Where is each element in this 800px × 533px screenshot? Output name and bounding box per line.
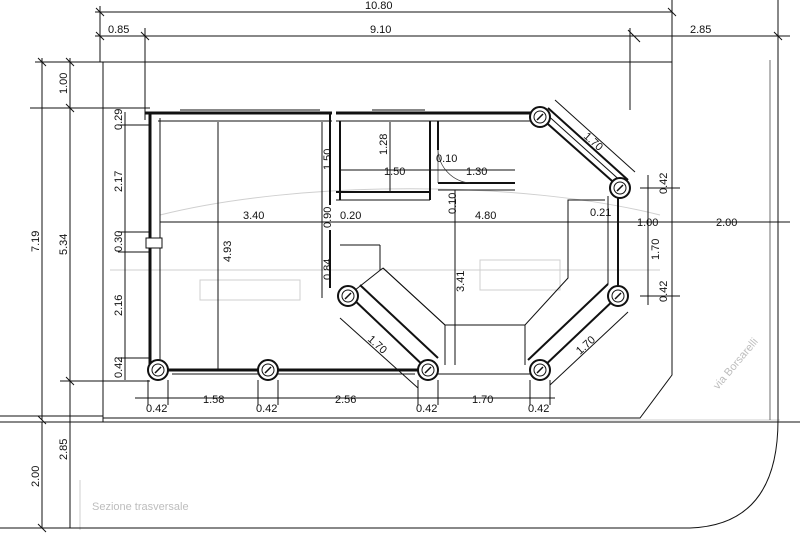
- dim-room-width: 3.40: [243, 210, 264, 222]
- dim-right-042-bottom: 0.42: [658, 281, 670, 302]
- dim-left-bottom: 2.85: [58, 439, 70, 460]
- dim-top-left: 0.85: [108, 24, 129, 36]
- dim-diag-170-right: 1.70: [574, 334, 598, 357]
- column-marker: [529, 106, 551, 128]
- section-note: Sezione trasversale: [92, 501, 189, 513]
- column-marker: [417, 359, 439, 381]
- dim-bottom-170: 1.70: [472, 394, 493, 406]
- dimension-labels: 10.80 0.85 9.10 2.85 3.40 4.80 0.20 1.50…: [30, 0, 761, 513]
- dim-diag-170-left: 1.70: [365, 333, 389, 356]
- column-marker: [529, 359, 551, 381]
- dim-horiz-020: 0.20: [340, 210, 361, 222]
- dim-vert-341: 3.41: [455, 271, 467, 292]
- dim-vert-128: 1.28: [378, 134, 390, 155]
- dim-right-100: 1.00: [637, 217, 658, 229]
- dim-wall-030: 0.30: [113, 231, 125, 252]
- dim-left-total: 7.19: [30, 231, 42, 252]
- dim-bottom-042-a: 0.42: [146, 403, 167, 415]
- dim-top-right: 2.85: [690, 24, 711, 36]
- dim-bottom-042-c: 0.42: [416, 403, 437, 415]
- street-note: via Borsarelli: [711, 336, 761, 392]
- dim-wall-042-left: 0.42: [113, 357, 125, 378]
- dim-wall-217: 2.17: [113, 171, 125, 192]
- dim-top-overall: 10.80: [365, 0, 393, 12]
- dim-room-height: 4.93: [222, 241, 234, 262]
- dim-right-200: 2.00: [716, 217, 737, 229]
- dim-door-010: 0.10: [436, 153, 457, 165]
- dim-bottom-042-b: 0.42: [256, 403, 277, 415]
- dim-right-170: 1.70: [650, 239, 662, 260]
- dim-vert-090: 0.90: [322, 207, 334, 228]
- column-marker: [257, 359, 279, 381]
- dim-bottom-042-d: 0.42: [528, 403, 549, 415]
- dim-vert-150: 1.50: [322, 149, 334, 170]
- dimension-lines: [30, 6, 790, 533]
- dim-left-top: 1.00: [58, 73, 70, 94]
- dim-left-mid: 5.34: [58, 234, 70, 255]
- dim-left-bottom2: 2.00: [30, 466, 42, 487]
- dim-top-mid: 9.10: [370, 24, 391, 36]
- dim-diag-170-top: 1.70: [581, 130, 605, 153]
- dim-horiz-150: 1.50: [384, 166, 405, 178]
- column-marker: [609, 177, 631, 199]
- column-marker: [607, 285, 629, 307]
- column-marker: [337, 285, 359, 307]
- dim-wall-029: 0.29: [113, 109, 125, 130]
- dim-bottom-158: 1.58: [203, 394, 224, 406]
- dim-span-480: 4.80: [475, 210, 496, 222]
- dim-right-021: 0.21: [590, 207, 611, 219]
- columns: [147, 106, 631, 381]
- dim-vert-084: 0.84: [322, 259, 334, 280]
- dim-bottom-256: 2.56: [335, 394, 356, 406]
- column-marker: [147, 359, 169, 381]
- building-walls: [145, 107, 629, 375]
- dim-horiz-130: 1.30: [466, 166, 487, 178]
- dim-vert-010: 0.10: [447, 193, 459, 214]
- dim-right-042-top: 0.42: [658, 173, 670, 194]
- dim-wall-216: 2.16: [113, 295, 125, 316]
